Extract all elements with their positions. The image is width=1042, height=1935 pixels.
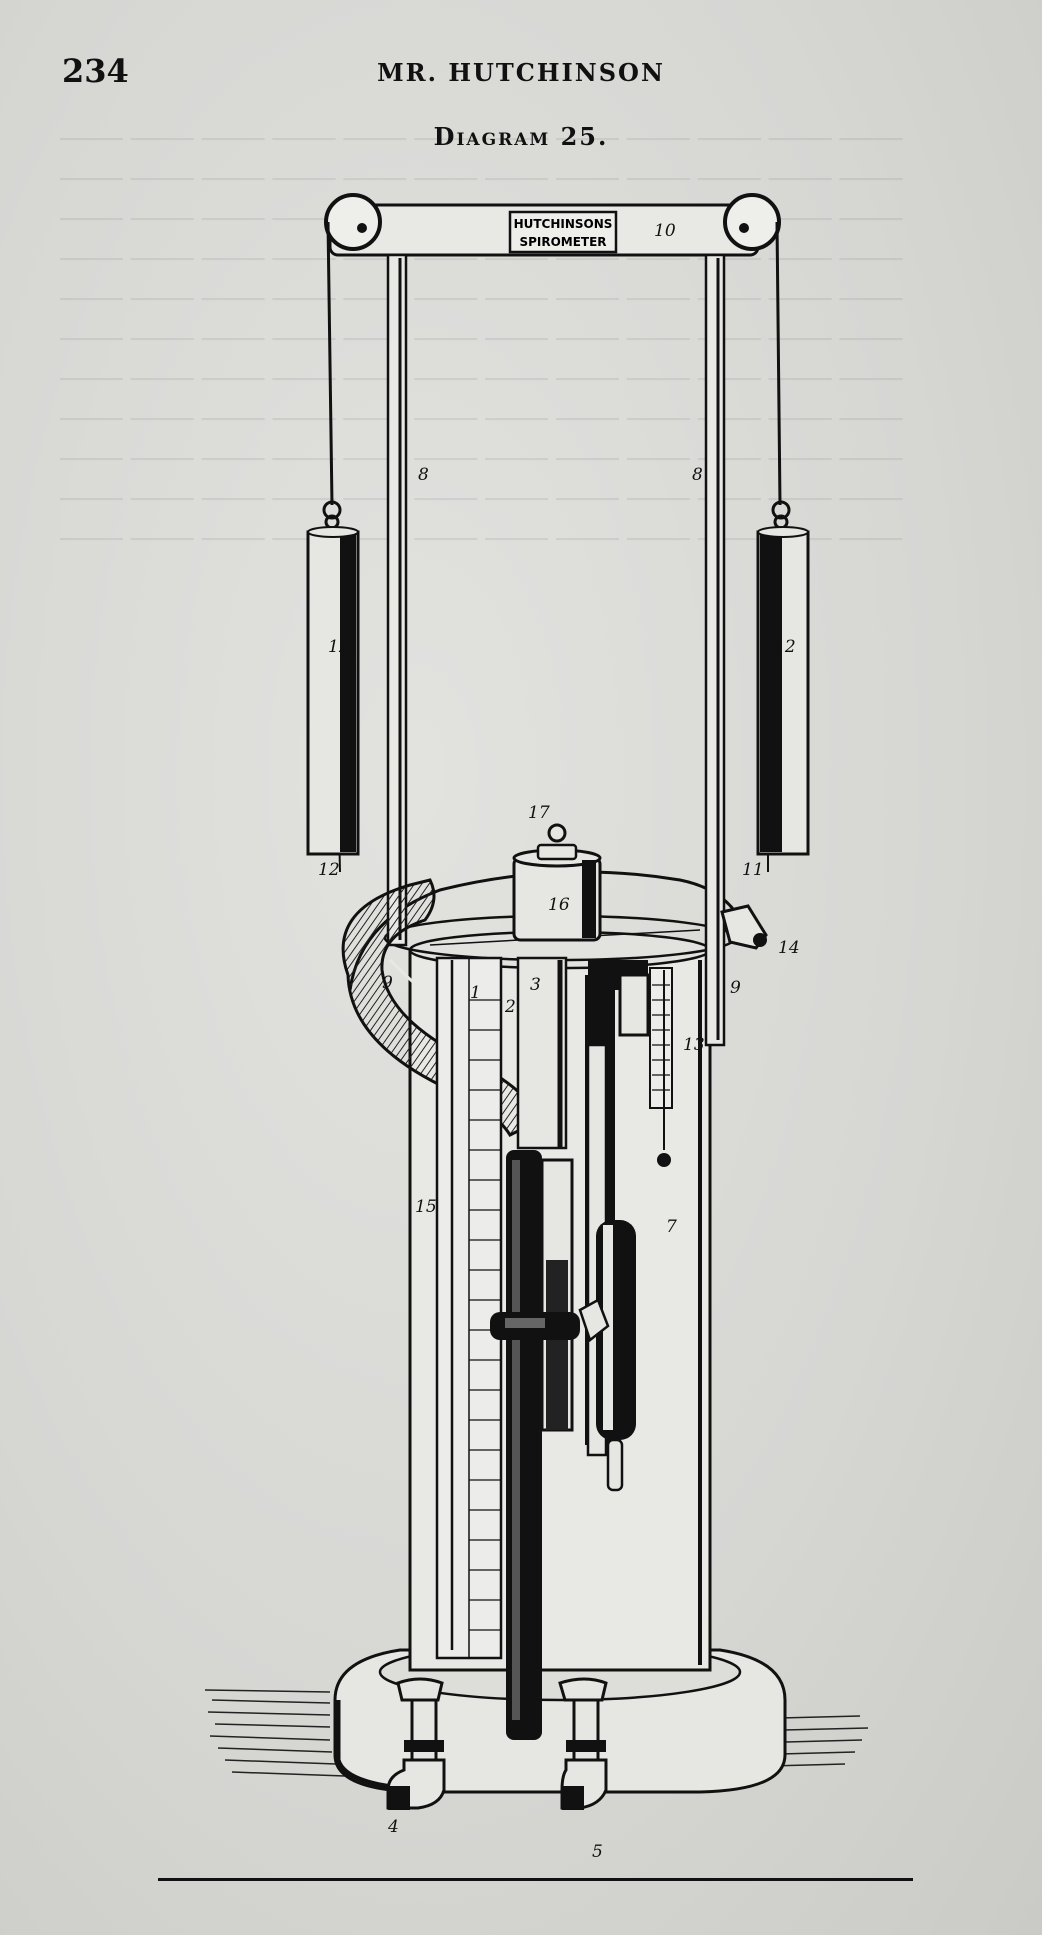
bottom-rule bbox=[158, 1878, 913, 1881]
left-counterweight bbox=[306, 526, 360, 856]
label-16: 16 bbox=[548, 895, 570, 915]
right-counterweight bbox=[756, 526, 810, 856]
plate-text-line1: HUTCHINSONS bbox=[514, 217, 613, 231]
label-13: 13 bbox=[683, 1035, 705, 1055]
label-6: 6 bbox=[598, 1025, 609, 1045]
figure-title: Diagram 25. bbox=[433, 122, 609, 151]
label-5: 5 bbox=[592, 1842, 603, 1862]
bleed-through-text: ──── ──── ──── ──── ──── ──── ──── ──── … bbox=[60, 125, 903, 555]
label-12-cord: 12 bbox=[318, 860, 340, 880]
label-17: 17 bbox=[528, 803, 550, 823]
left-pulley bbox=[324, 193, 382, 251]
top-bar: HUTCHINSONS SPIROMETER bbox=[328, 203, 760, 257]
label-12-right-weight: 12 bbox=[774, 637, 796, 657]
right-pulley bbox=[723, 193, 781, 251]
label-4: 4 bbox=[387, 1817, 399, 1837]
label-8-left: 8 bbox=[418, 465, 429, 485]
pipe-valve bbox=[490, 1298, 610, 1343]
maker-plate bbox=[508, 210, 618, 254]
nozzle bbox=[720, 904, 768, 950]
label-1: 1 bbox=[470, 983, 481, 1003]
label-2: 2 bbox=[504, 997, 516, 1017]
label-7: 7 bbox=[666, 1217, 677, 1237]
reference-labels: 10 8 8 12 12 12 11 17 16 14 9 9 1 2 3 6 … bbox=[318, 221, 800, 1862]
label-3: 3 bbox=[530, 975, 541, 995]
outlet-pipes bbox=[506, 956, 650, 1740]
right-tap bbox=[558, 1677, 608, 1810]
label-9-left: 9 bbox=[382, 973, 393, 993]
label-10: 10 bbox=[654, 221, 676, 241]
running-head: MR. HUTCHINSON bbox=[377, 58, 665, 87]
top-cap bbox=[512, 823, 602, 942]
page-number: 234 bbox=[62, 52, 129, 90]
label-8-right: 8 bbox=[692, 465, 703, 485]
plate-text-line2: SPIROMETER bbox=[519, 235, 606, 249]
measurement-scale bbox=[435, 956, 503, 1660]
thermometer bbox=[649, 967, 673, 1167]
label-11: 11 bbox=[742, 860, 764, 880]
label-14: 14 bbox=[778, 938, 800, 958]
label-12-left-weight: 12 bbox=[328, 637, 350, 657]
guide-rods bbox=[386, 253, 726, 1047]
label-15: 15 bbox=[415, 1197, 437, 1217]
label-9-right: 9 bbox=[730, 978, 741, 998]
left-tap bbox=[386, 1677, 446, 1810]
ground-shading bbox=[204, 1689, 869, 1777]
